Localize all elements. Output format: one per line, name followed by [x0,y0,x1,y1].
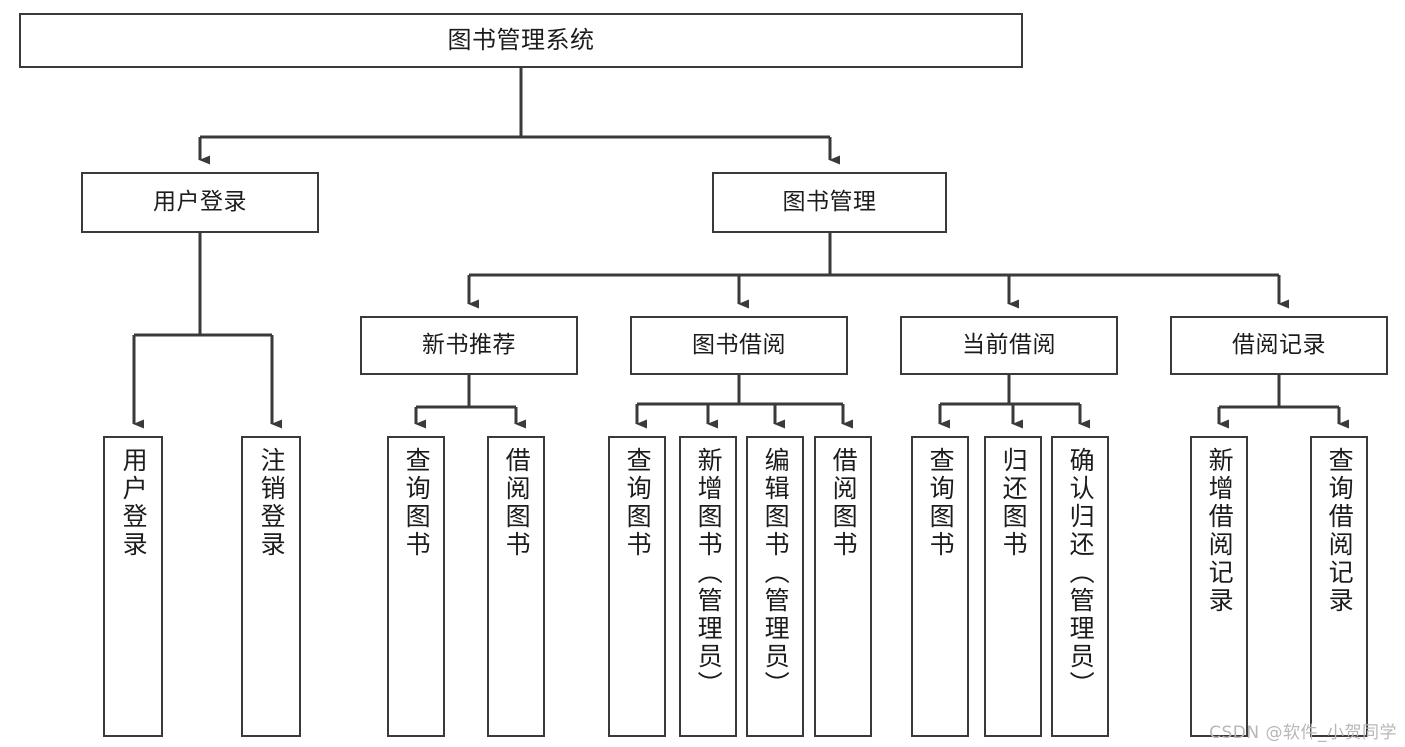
leaf-edit-book-admin-label: 编辑图书（管理员） [761,447,791,699]
leaf-add-book-admin[interactable]: 新增图书（管理员） [679,436,737,737]
node-root-label: 图书管理系统 [447,26,595,55]
leaf-add-borrow-record-label: 新增借阅记录 [1205,447,1235,615]
node-user-login-label: 用户登录 [153,188,247,215]
leaf-query-book-current-label: 查询图书 [926,447,956,559]
node-borrow-record-label: 借阅记录 [1232,331,1326,358]
node-book-borrow-label: 图书借阅 [692,331,786,358]
node-user-login[interactable]: 用户登录 [81,172,319,233]
leaf-borrow-book-recommend[interactable]: 借阅图书 [487,436,545,737]
node-book-management-label: 图书管理 [782,188,877,215]
watermark: CSDN @软件_小贺同学 [1209,723,1397,743]
node-current-borrow[interactable]: 当前借阅 [900,316,1118,375]
leaf-add-borrow-record[interactable]: 新增借阅记录 [1190,436,1248,737]
leaf-return-book-label: 归还图书 [999,447,1029,559]
leaf-user-login[interactable]: 用户登录 [103,436,163,737]
leaf-confirm-return-admin-label: 确认归还（管理员） [1066,447,1096,699]
leaf-query-book-recommend[interactable]: 查询图书 [387,436,445,737]
leaf-borrow-book-label: 借阅图书 [829,447,859,559]
leaf-add-book-admin-label: 新增图书（管理员） [694,447,724,699]
leaf-query-borrow-record-label: 查询借阅记录 [1325,447,1355,615]
leaf-query-book-borrow[interactable]: 查询图书 [608,436,666,737]
leaf-borrow-book-recommend-label: 借阅图书 [502,447,532,559]
leaf-edit-book-admin[interactable]: 编辑图书（管理员） [746,436,804,737]
node-book-borrow[interactable]: 图书借阅 [630,316,848,375]
node-borrow-record[interactable]: 借阅记录 [1170,316,1388,375]
leaf-logout-login-label: 注销登录 [257,447,287,559]
leaf-query-borrow-record[interactable]: 查询借阅记录 [1310,436,1368,737]
leaf-return-book[interactable]: 归还图书 [984,436,1042,737]
leaf-user-login-label: 用户登录 [119,447,149,559]
leaf-borrow-book[interactable]: 借阅图书 [814,436,872,737]
node-book-management[interactable]: 图书管理 [712,172,947,233]
leaf-query-book-borrow-label: 查询图书 [623,447,653,559]
leaf-logout-login[interactable]: 注销登录 [241,436,301,737]
leaf-query-book-current[interactable]: 查询图书 [911,436,969,737]
leaf-confirm-return-admin[interactable]: 确认归还（管理员） [1051,436,1109,737]
node-new-book-recommend-label: 新书推荐 [422,331,516,358]
node-new-book-recommend[interactable]: 新书推荐 [360,316,578,375]
node-root[interactable]: 图书管理系统 [19,13,1023,68]
leaf-query-book-recommend-label: 查询图书 [402,447,432,559]
node-current-borrow-label: 当前借阅 [962,331,1056,358]
